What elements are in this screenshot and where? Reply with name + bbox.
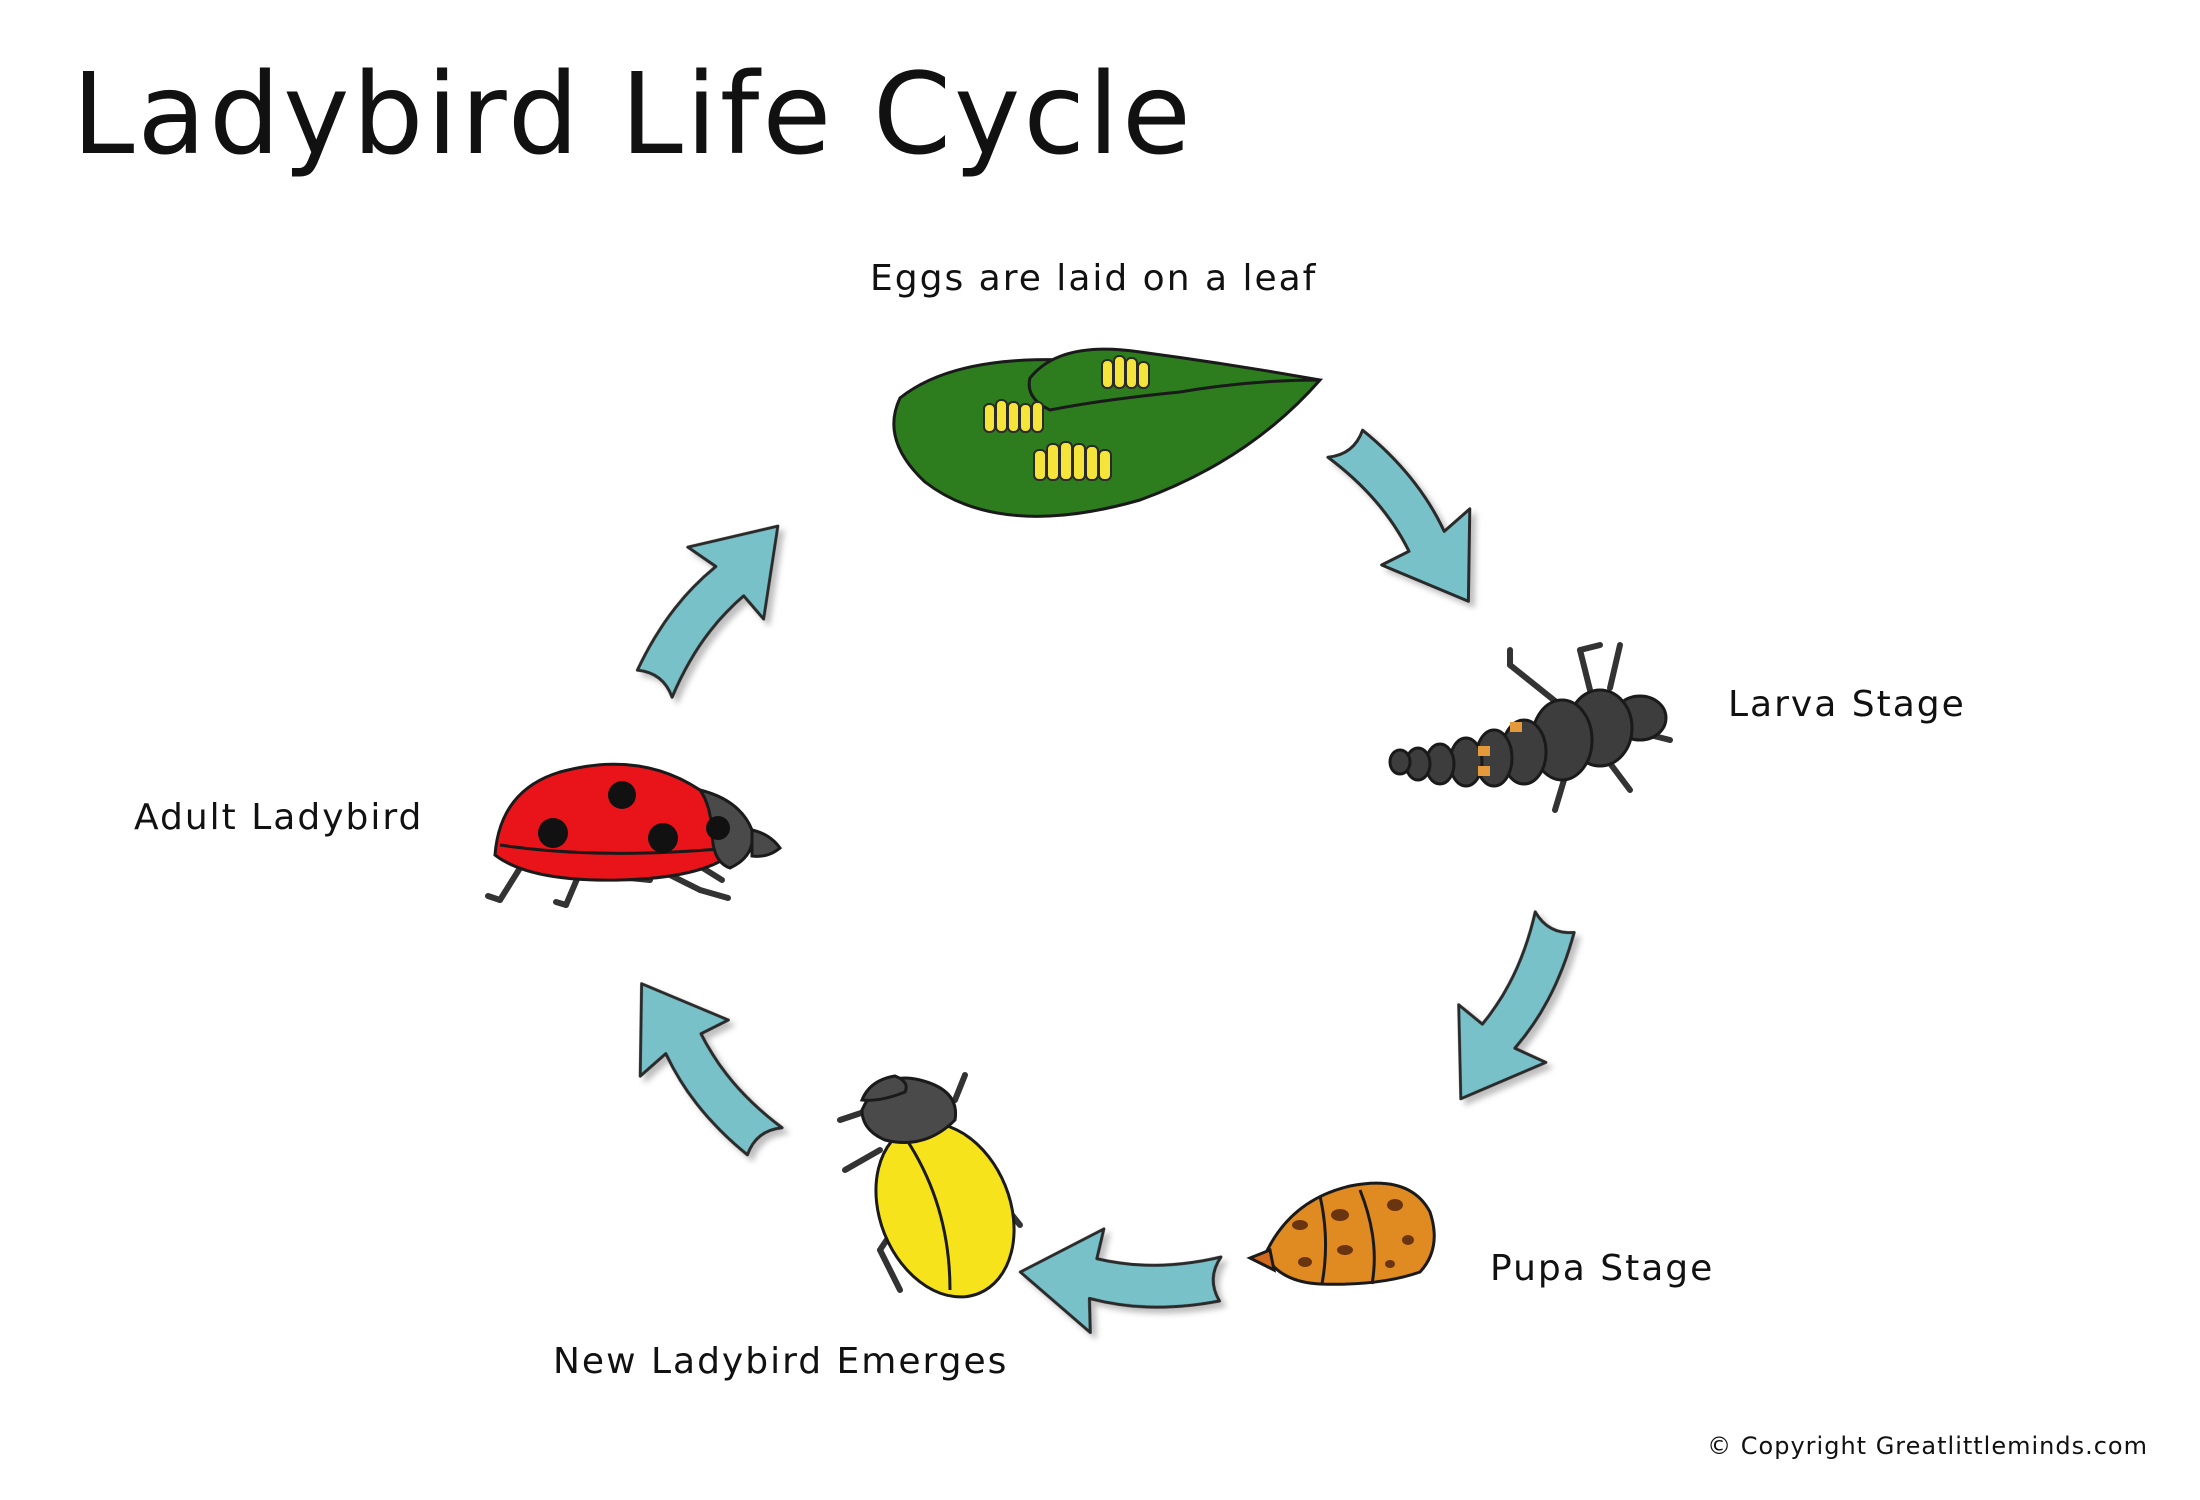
larva-illustration [1388, 642, 1673, 813]
adult-stage-label: Adult Ladybird [134, 797, 424, 838]
arrow-emerging-to-adult [594, 953, 803, 1179]
pupa-illustration [1246, 1181, 1436, 1286]
page-title: Ladybird Life Cycle [72, 50, 1194, 180]
adult-ladybird-illustration [485, 762, 783, 908]
arrow-larva-to-pupa [1418, 899, 1608, 1128]
egg-cluster [1033, 441, 1112, 481]
new-ladybird-stage-label: New Ladybird Emerges [553, 1341, 1009, 1382]
arrow-eggs-to-larva [1307, 406, 1516, 632]
pupa-stage-label: Pupa Stage [1490, 1248, 1715, 1289]
egg-cluster [1101, 355, 1150, 389]
arrow-pupa-to-emerging [1016, 1224, 1224, 1339]
eggs-stage-label: Eggs are laid on a leaf [870, 258, 1318, 299]
larva-stage-label: Larva Stage [1728, 684, 1966, 725]
copyright-notice: © Copyright Greatlittleminds.com [1707, 1432, 2148, 1460]
arrow-adult-to-eggs [607, 488, 816, 714]
leaf-with-eggs-illustration [892, 347, 1324, 518]
emerging-ladybird-illustration [837, 1072, 1023, 1299]
egg-cluster [983, 399, 1044, 433]
